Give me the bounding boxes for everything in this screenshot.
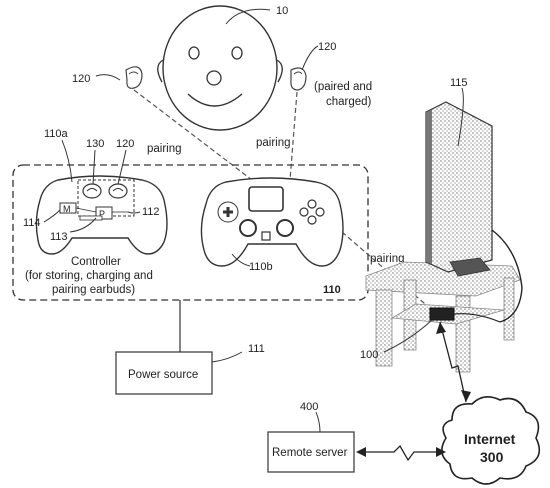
remote-server-box (267, 431, 355, 473)
p-letter: P (99, 209, 105, 219)
ref-m-label: 114 (23, 217, 41, 229)
arrowhead-internet-up (461, 390, 471, 402)
internet-label-line1: Internet (464, 431, 516, 447)
ref-server-label: 400 (300, 401, 318, 413)
user-head (157, 5, 283, 131)
earbud-right-icon (290, 67, 307, 91)
ref-line-112 (127, 211, 141, 214)
ref-controller-a-label: 110a (44, 128, 69, 140)
ref-tv-label: 115 (450, 77, 468, 89)
ref-system-label: 110 (323, 284, 341, 296)
ref-port-label: 112 (142, 206, 160, 218)
ref-line-114 (43, 209, 61, 223)
internet-label-line2: 300 (480, 449, 504, 465)
ref-earbud-right-label: 120 (318, 41, 336, 53)
ref-line-earbud-right (301, 45, 319, 71)
ref-line-120-stored (117, 149, 127, 185)
power-source-box (115, 351, 213, 395)
controller-b (200, 177, 344, 267)
arrowhead-console (436, 322, 446, 334)
earbud-note-line1: (paired and (314, 81, 372, 93)
power-source-label: Power source (128, 369, 198, 381)
controller-caption-line2: (for storing, charging and (25, 270, 153, 282)
controller-a: M P (35, 175, 168, 255)
internet-cloud (441, 396, 541, 485)
controller-caption-line1: Controller (71, 256, 121, 268)
ref-line-111 (211, 351, 243, 363)
ref-power-label: 111 (248, 343, 265, 355)
controller-caption-line3: pairing earbuds) (52, 284, 135, 296)
pairing-label-3: pairing (370, 253, 405, 265)
m-letter: M (63, 204, 71, 214)
ref-line-110b (231, 253, 251, 267)
server-internet-link (358, 444, 444, 462)
arrowhead-internet (436, 447, 446, 457)
ref-p-label: 113 (50, 231, 68, 243)
pairing-line-right (289, 91, 298, 181)
ref-console-label: 100 (360, 349, 378, 361)
ref-case-label: 130 (86, 138, 104, 150)
ref-line-130 (92, 149, 96, 185)
ref-controller-b-label: 110b (249, 261, 273, 273)
ref-line-110a (61, 139, 73, 183)
ref-earbud-left-label: 120 (72, 73, 90, 85)
console-internet-link (439, 321, 467, 403)
arrowhead-server (356, 447, 366, 457)
game-console (429, 307, 501, 323)
ref-line-115 (457, 87, 464, 147)
pairing-label-1: pairing (147, 143, 182, 155)
ref-earbuds-stored-label: 120 (116, 138, 134, 150)
ref-line-100 (383, 319, 433, 353)
tv (425, 101, 523, 323)
remote-server-label: Remote server (272, 447, 348, 459)
ref-line-user (225, 8, 271, 25)
system-boundary (12, 164, 369, 301)
ref-line-113 (69, 217, 97, 233)
earbud-note-line2: charged) (326, 96, 372, 108)
earbud-left-icon (125, 66, 143, 89)
ref-user-label: 10 (276, 5, 288, 17)
ref-line-earbud-left (95, 74, 121, 81)
ref-line-400 (315, 411, 321, 433)
pairing-label-2: pairing (256, 137, 291, 149)
